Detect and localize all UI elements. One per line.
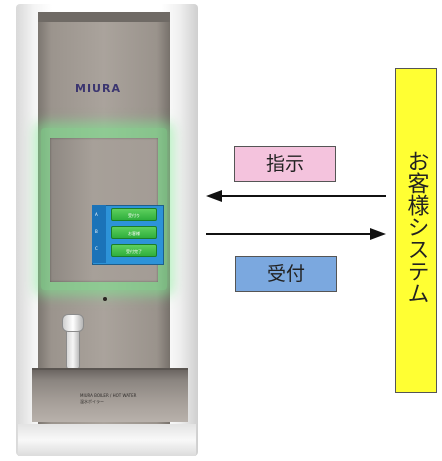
touch-screen-sidebar	[92, 205, 106, 263]
customer-system-box	[395, 68, 437, 393]
machine-plate-line1: MIURA BOILER / HOT WATER	[80, 393, 137, 398]
arrow-left-icon	[206, 190, 386, 202]
customer-system-label: お客様システム	[403, 150, 429, 304]
screen-button-2[interactable]: お客様	[111, 226, 157, 239]
instruction-label: 指示	[234, 146, 336, 182]
machine-logo: MIURA	[75, 82, 121, 95]
screen-side-label-c: C	[95, 246, 98, 251]
screen-side-label-b: B	[95, 229, 98, 234]
lower-compartment	[32, 368, 188, 422]
key-head	[62, 314, 84, 332]
arrow-right-icon	[206, 228, 386, 240]
machine-plate-line2: 温水ボイラー	[80, 399, 104, 404]
reception-label: 受付	[235, 256, 337, 292]
screen-side-label-a: A	[95, 212, 98, 217]
machine-base	[18, 424, 196, 456]
indicator-dot	[103, 297, 107, 301]
screen-button-1[interactable]: 受付り	[111, 208, 157, 221]
screen-button-3[interactable]: 受付完了	[111, 244, 157, 257]
machine-panel-top	[38, 12, 170, 22]
